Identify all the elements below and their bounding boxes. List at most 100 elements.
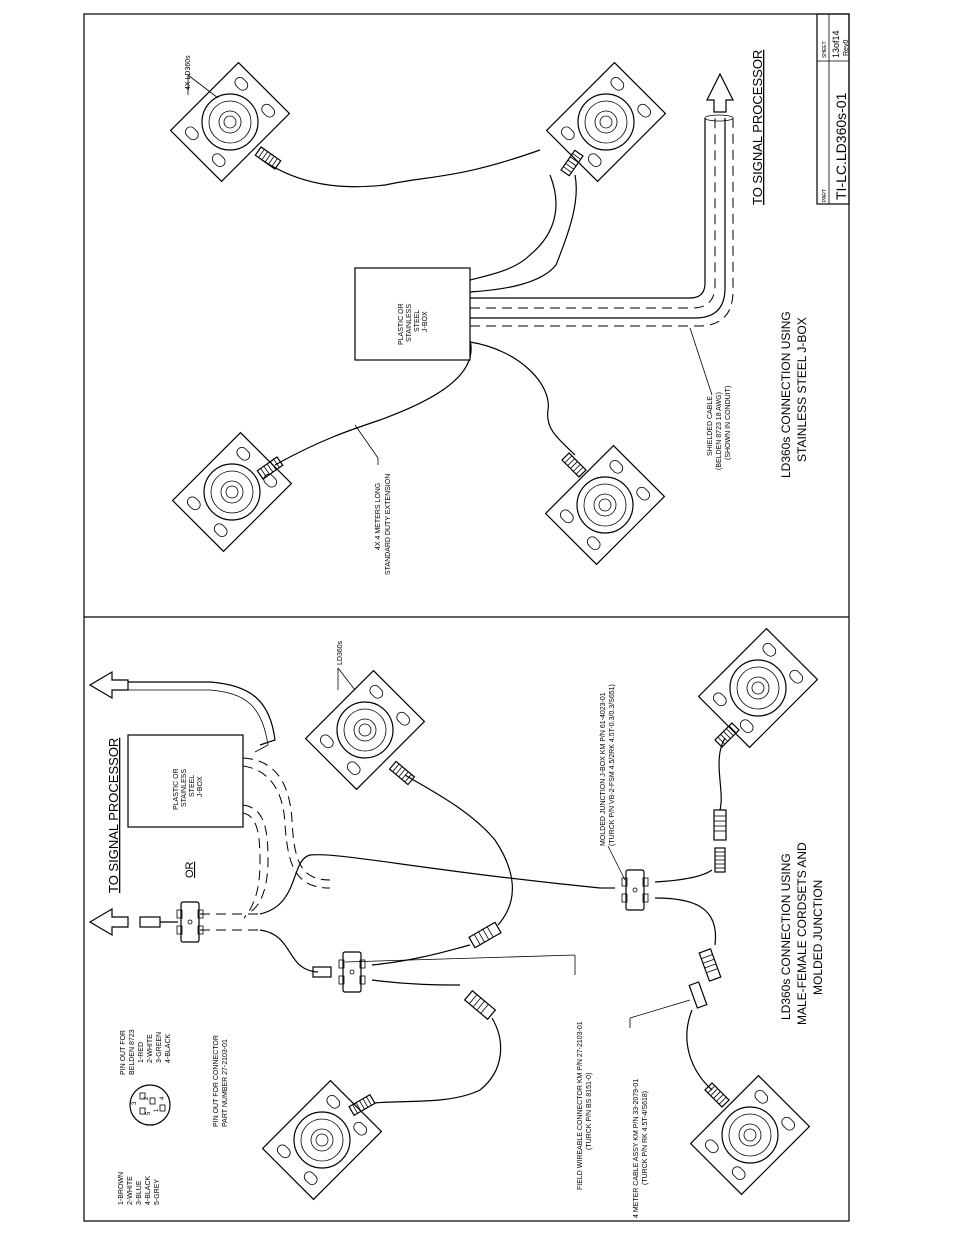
jbox-line1: PLASTIC OR: [173, 768, 180, 810]
cable: [371, 979, 461, 986]
jbox: [127, 734, 244, 828]
pinout-connector-2: PART NUMBER 27-2103-01: [222, 1039, 229, 1127]
cordset: [463, 989, 497, 1021]
cable: [128, 681, 276, 746]
molded-junction: [176, 901, 204, 943]
cable: [371, 944, 471, 966]
dashed-cable: [242, 804, 269, 913]
jbox-line4: J-BOX: [197, 776, 204, 797]
jbox-line1: PLASTIC OR: [398, 303, 405, 345]
molded-junction: [621, 869, 649, 911]
pinout-belden-5: 3-GREEN: [156, 1032, 163, 1063]
dashed-cable: [242, 765, 331, 889]
cordset: [688, 981, 708, 1009]
left-panel: PLASTIC OR STAINLESS STEEL J-BOX: [88, 628, 825, 1218]
shielded-cable: [470, 118, 706, 299]
pinout-belden-4: 2-WHITE: [147, 1034, 154, 1063]
connector: [254, 146, 282, 170]
pin-number: 5: [146, 1111, 152, 1115]
pinout-color-4: 4-BLACK: [145, 1175, 152, 1205]
title-block: PART TI-LC.LD360s-01 SHEET 13of14 Rev0: [816, 13, 850, 205]
cable: [261, 149, 541, 188]
pinout-belden-3: 1-RED: [138, 1042, 145, 1063]
connector: [256, 456, 284, 480]
jbox-line3: STEEL: [414, 310, 421, 332]
to-processor: TO SIGNAL PROCESSOR: [750, 50, 765, 205]
field-line2: (TURCK P/N BS 8151-0): [586, 1073, 593, 1150]
connector: [561, 452, 587, 478]
field-connector: [139, 916, 161, 928]
jbox-line4: J-BOX: [422, 311, 429, 332]
cable: [654, 869, 713, 883]
pin-number: 2: [144, 1096, 150, 1100]
title-line2: STAINLESS STEEL J-BOX: [795, 317, 809, 462]
connector: [704, 1082, 730, 1108]
load-cell: [698, 628, 818, 748]
molded-line2: (TURCK P/N VB-2-FSM 4.5/2RK 4.5T-0.3/0.3…: [609, 684, 616, 846]
cable: [686, 1009, 713, 1091]
cable: [469, 174, 557, 281]
title-line2: MALE-FEMALE CORDSETS AND: [795, 842, 809, 1025]
pinout-block: PIN OUT FOR BELDEN 8723 1-RED 2-WHITE 3-…: [118, 1029, 229, 1205]
cell-label: LD360s: [337, 640, 344, 665]
cordset: [698, 948, 722, 982]
to-processor: TO SIGNAL PROCESSOR: [106, 738, 121, 893]
molded-line1: MOLDED JUNCTION J-BOX KM P/N 61-4023-01: [600, 692, 607, 846]
load-cell: [305, 670, 425, 790]
right-panel: PLASTIC OR STAINLESS STEEL J-BOX 4X LD36…: [170, 50, 809, 575]
pin-number: 3: [132, 1101, 138, 1105]
jbox: [354, 267, 471, 361]
connector: [312, 966, 332, 978]
extension-line2: STANDARD DUTY EXTENSION: [385, 474, 392, 575]
sheet-value: 13of14: [831, 30, 841, 58]
cable: [404, 774, 513, 926]
dashed-cable: [242, 757, 331, 881]
arrow-up-icon: [88, 670, 129, 700]
connector: [388, 760, 416, 786]
part-number: TI-LC.LD360s-01: [833, 92, 849, 200]
jbox-line3: STEEL: [189, 775, 196, 797]
pinout-belden-2: BELDEN 8723: [129, 1029, 136, 1075]
cable-line2: (TURCK P/N RK 4.5T-4/S618): [642, 1091, 649, 1185]
shielded-line2: (BELDEN 8723 18 AWG): [716, 392, 723, 470]
load-cell: [172, 432, 292, 552]
part-label: PART: [822, 189, 828, 202]
cable: [469, 341, 576, 456]
cable: [469, 174, 577, 293]
connector: [714, 847, 726, 873]
arrow-up-icon: [88, 907, 129, 937]
pinout-belden-6: 4-BLACK: [165, 1033, 172, 1063]
connector: [714, 722, 740, 748]
pinout-connector-1: PIN OUT FOR CONNECTOR: [213, 1035, 220, 1127]
molded-junction: [338, 951, 366, 993]
pinout-color-2: 2-WHITE: [127, 1176, 134, 1205]
sheet-label: SHEET: [822, 41, 828, 58]
pinout-color-5: 5-GREY: [154, 1179, 161, 1205]
cable: [654, 897, 717, 946]
dashed-cable: [242, 812, 261, 919]
shielded-cable: [470, 118, 726, 319]
pinout-color-3: 3-BLUE: [136, 1180, 143, 1205]
shielded-line3: (SHOWN IN CONDUIT): [725, 386, 732, 460]
cable: [259, 854, 601, 915]
extension-line1: 4X 4 METERS LONG: [375, 483, 382, 550]
cable: [274, 339, 472, 466]
pinout-color-1: 1-BROWN: [118, 1172, 125, 1205]
cordset: [468, 921, 502, 949]
connector-face-icon: [129, 1084, 171, 1126]
jbox-line2: STAINLESS: [181, 769, 188, 807]
pin-number: 4: [160, 1096, 166, 1100]
pinout-belden-1: PIN OUT FOR: [120, 1030, 127, 1075]
pin-number: 1: [154, 1108, 160, 1112]
cable-line1: 4 METER CABLE ASSY KM P/N 33-2079-01: [633, 1079, 640, 1218]
title-line3: MOLDED JUNCTION: [811, 880, 825, 995]
cable: [128, 689, 269, 753]
cable: [374, 1017, 502, 1104]
load-cell: [546, 62, 666, 182]
shielded-cable: [470, 118, 716, 309]
cable: [259, 929, 319, 973]
shielded-cable: [470, 118, 734, 327]
or-label: OR: [184, 861, 196, 878]
jbox-line2: STAINLESS: [406, 304, 413, 342]
